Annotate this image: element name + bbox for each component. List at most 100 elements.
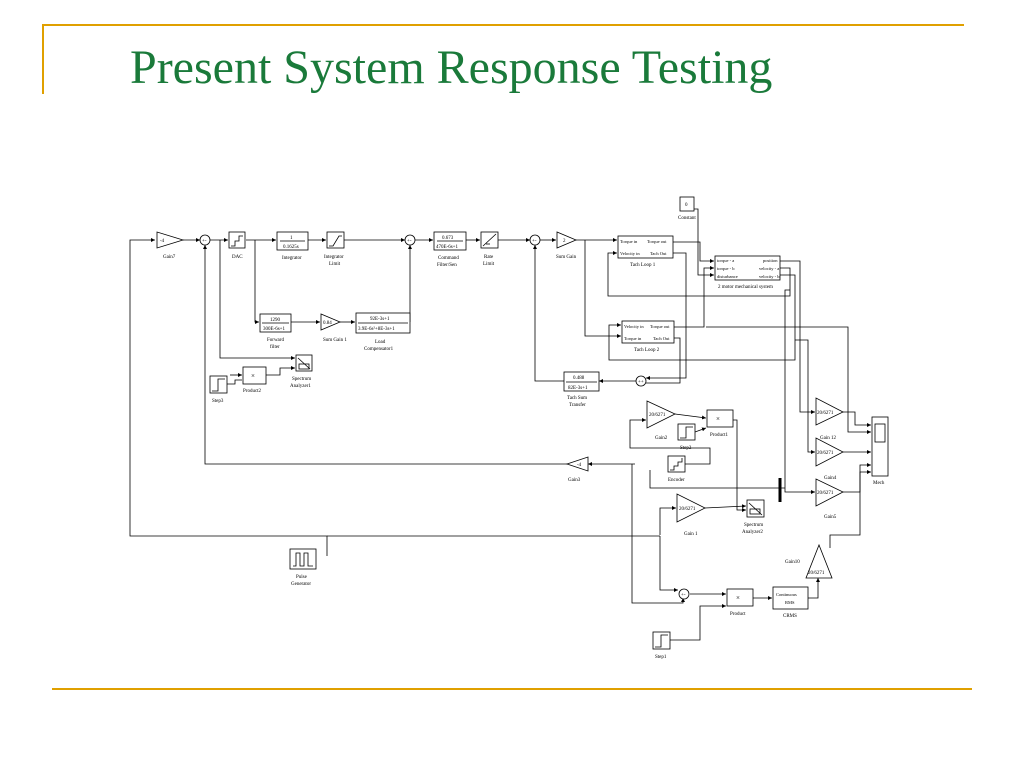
gain3-value: -4 [577,463,582,468]
command-filter-block[interactable]: 0.673 470E-6s+1 Command Filter/Sen [433,231,467,268]
forward-filter-num: 1290 [270,318,281,323]
gain1-label: Gain 1 [684,532,698,537]
signal-wires [129,208,871,641]
constant-block[interactable]: 0 Constant [678,196,696,221]
svg-text:+-: +- [532,239,537,244]
mech-scope-block[interactable]: Mech [871,416,889,486]
step3-block[interactable]: Step3 [209,375,228,404]
svg-text:++: ++ [638,380,644,385]
gain10-value: 20/6271 [808,571,825,576]
gain1-block[interactable]: 20/6271 Gain 1 [676,493,706,537]
mech-system-block[interactable]: torque - a torque - b disturbance positi… [714,255,781,290]
mech-scope-label: Mech [873,481,885,486]
mech-in2: torque - b [717,266,735,271]
encoder-block[interactable]: Encoder [667,455,686,483]
sum1-block[interactable]: +- [199,234,211,246]
sum3-block[interactable]: +- [529,234,541,246]
integrator-limit-label1: Integrator [324,255,344,260]
tach-loop1-block[interactable]: Torque in Velocity in Torque out Tach Ou… [617,235,674,268]
product-block[interactable]: × Product [726,588,754,617]
top-rule [44,24,964,26]
rms-block[interactable]: Continuous RMS CRMS [772,586,809,619]
tach-loop1-in1: Torque in [620,239,638,244]
gain4-block[interactable]: 20/6271 Gain4 [815,437,844,481]
sum2-block[interactable]: +- [404,234,416,246]
integrator-num: 1 [290,236,293,241]
gain12-label: Gain 12 [820,436,836,441]
gain10-block[interactable]: 20/6271 Gain10 [785,543,833,579]
spectrum2-label1: Spectrum [744,523,763,528]
gain1-value: 20/6271 [679,507,696,512]
mech-out2: velocity - a [759,266,779,271]
spectrum1-label2: Analyzer1 [290,384,311,389]
command-filter-num: 0.673 [442,236,454,241]
svg-text:+-: +- [681,593,686,598]
gain7-label: Gain7 [163,255,176,260]
step2-label: Step2 [680,446,692,451]
encoder-label: Encoder [668,478,685,483]
tach-loop2-block[interactable]: Velocity in Torque in Torque out Tach Ou… [621,320,675,353]
product1-block[interactable]: × Product1 [706,409,734,438]
gain4-label: Gain4 [824,476,837,481]
load-comp-num: 92E-3s+1 [370,317,390,322]
gain4-value: 20/6271 [817,451,834,456]
step1-block[interactable]: Step1 [652,631,671,660]
rate-limit-label1: Rate [484,255,494,260]
product1-symbol: × [716,415,720,423]
product2-label: Product2 [243,389,262,394]
command-filter-den: 470E-6s+1 [436,245,458,250]
load-compensator-block[interactable]: 92E-3s+1 3.9E-6s²+8E-3s+1 Load Compensat… [355,312,411,352]
load-comp-label1: Load [375,340,386,345]
tach-loop1-out2: Tach Out [650,251,667,256]
sum-gain1-label: Sum Gain 1 [323,338,347,343]
tach-loop1-in2: Velocity in [620,251,640,256]
tach-loop2-in1: Velocity in [624,324,644,329]
dac-block[interactable]: DAC [228,231,246,260]
gain3-block[interactable]: -4 Gain3 [565,456,589,483]
gain10-label: Gain10 [785,560,800,565]
product-symbol: × [736,594,740,602]
sum-gain1-value: 0.84 [323,321,332,326]
load-comp-label2: Compensator1 [364,347,394,352]
tach-loop1-out1: Torque out [647,239,667,244]
gain12-block[interactable]: 20/6271 Gain 12 [815,397,844,441]
tach-loop2-in2: Torque in [624,336,642,341]
product2-block[interactable]: × Product2 [242,366,267,394]
load-comp-den: 3.9E-6s²+8E-3s+1 [358,326,395,332]
rms-line1: Continuous [776,592,797,597]
bottom-sum-node[interactable]: +- [678,588,690,600]
gain12-value: 20/6271 [817,411,834,416]
constant-value: 0 [685,203,688,208]
tach-sum-label1: Tach Sum [567,396,587,401]
product1-label: Product1 [710,433,729,438]
forward-filter-block[interactable]: 1290 300E-6s+1 Forward filter [259,313,292,350]
mech-label: 2 motor mechanical system [718,285,773,290]
product-label: Product [730,612,746,617]
product2-symbol: × [251,372,255,380]
gain2-block[interactable]: 20/6271 Gain2 [646,400,676,441]
spectrum1-label1: Spectrum [292,377,311,382]
rms-line2: RMS [785,600,795,605]
sum-gain1-block[interactable]: 0.84 Sum Gain 1 [320,313,347,343]
integrator-block[interactable]: 1 0.1625s Integrator [276,231,309,261]
integrator-den: 0.1625s [283,245,299,250]
rate-limit-block[interactable]: Rate Limit [480,231,499,267]
svg-text:+-: +- [407,239,412,244]
tach-sum-transfer-block[interactable]: 0.488 82E-3s+1 Tach Sum Transfer [563,371,600,408]
gain3-label: Gain3 [568,478,581,483]
mech-out3: velocity - b [759,274,780,279]
integrator-limit-block[interactable]: Integrator Limit [324,231,345,267]
tach-sum-node[interactable]: ++ [635,375,647,387]
tach-loop2-label: Tach Loop 2 [634,348,660,353]
pulse-generator-block[interactable]: Pulse Generator [289,548,317,587]
spectrum-analyzer1-block[interactable]: Spectrum Analyzer1 [290,354,313,389]
spectrum-analyzer2-block[interactable]: Spectrum Analyzer2 [742,499,765,535]
gain7-block[interactable]: -4 Gain7 [156,231,185,260]
step2-block[interactable]: Step2 [677,423,696,451]
sum-gain-block[interactable]: 2 Sum Gain [556,231,578,260]
step3-label: Step3 [212,399,224,404]
gain5-block[interactable]: 20/6271 Gain5 [815,478,844,520]
bottom-rule [52,688,972,690]
gain7-value: -4 [160,239,165,244]
